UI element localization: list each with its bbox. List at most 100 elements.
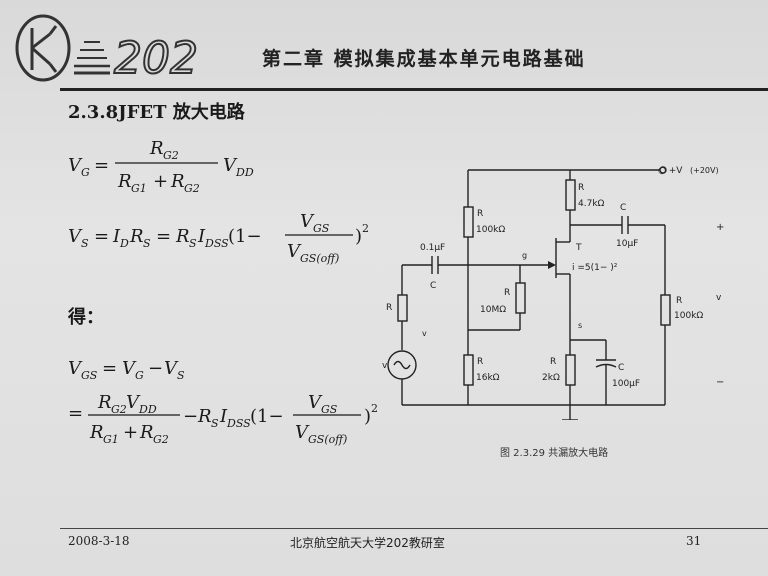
rg2-value: 16kΩ	[476, 373, 500, 383]
svg-text:G: G	[135, 369, 144, 382]
output-minus-label: −	[716, 377, 724, 388]
svg-text:−: −	[183, 406, 198, 427]
svg-text:=: =	[68, 403, 83, 424]
svg-text:=: =	[94, 226, 109, 247]
svg-text:DSS: DSS	[204, 237, 229, 250]
rd-label: R	[578, 183, 584, 193]
svg-text:V: V	[68, 155, 83, 176]
svg-text:2: 2	[371, 402, 378, 415]
svg-text:V: V	[122, 358, 137, 379]
svg-text:): )	[364, 406, 371, 427]
header-divider	[60, 88, 768, 91]
rd-value: 4.7kΩ	[578, 199, 605, 209]
svg-text:GS: GS	[313, 222, 330, 235]
svg-text:GS: GS	[321, 403, 338, 416]
therefore-label: 得：	[68, 307, 104, 328]
figure-caption: 图 2.3.29 共漏放大电路	[500, 448, 609, 459]
svg-text:GS: GS	[81, 369, 98, 382]
svg-text:V: V	[300, 211, 315, 232]
svg-text:R: R	[175, 226, 190, 247]
svg-text:G1: G1	[131, 182, 147, 195]
svg-text:V: V	[295, 422, 310, 443]
svg-text:R: R	[149, 138, 164, 159]
svg-text:G2: G2	[163, 149, 179, 162]
vs-source-label: v	[382, 361, 388, 371]
section-title: 2.3.8JFET 放大电路	[68, 102, 245, 123]
s-node-label: s	[578, 321, 582, 330]
vdd-label: ○ +V	[658, 166, 683, 176]
svg-text:S: S	[211, 417, 219, 430]
svg-text:S: S	[177, 369, 185, 382]
svg-text:(1−: (1−	[228, 226, 262, 247]
rg2-label: R	[477, 357, 483, 367]
svg-text:V: V	[68, 226, 83, 247]
svg-text:DD: DD	[235, 166, 254, 179]
source-resistor-label: R	[386, 303, 392, 313]
vdd-tail-label: (+20V)	[690, 166, 719, 175]
svg-text:G2: G2	[153, 433, 169, 446]
svg-text:G: G	[81, 166, 90, 179]
c2-value: 10μF	[616, 239, 638, 249]
c2-label: C	[620, 203, 626, 213]
svg-text:I: I	[112, 226, 121, 247]
rg-value: 10MΩ	[480, 305, 506, 315]
rs-value: 2kΩ	[542, 373, 560, 383]
svg-text:V: V	[308, 392, 323, 413]
output-plus-label: +	[716, 222, 724, 233]
svg-text:G2: G2	[184, 182, 200, 195]
svg-text:(1−: (1−	[250, 406, 284, 427]
svg-text:S: S	[189, 237, 197, 250]
svg-text:=: =	[102, 358, 117, 379]
id-equation: i =5(1− )²	[572, 263, 618, 273]
footer-divider	[60, 528, 768, 529]
svg-text:V: V	[126, 392, 141, 413]
footer-date: 2008-3-18	[68, 534, 130, 548]
rs-label: R	[550, 357, 556, 367]
svg-text:R: R	[139, 422, 154, 443]
cs-label: C	[618, 363, 624, 373]
svg-text:GS(off): GS(off)	[308, 433, 347, 446]
svg-text:R: R	[197, 406, 212, 427]
svg-text:G1: G1	[103, 433, 119, 446]
svg-text:I: I	[197, 226, 206, 247]
svg-text:2: 2	[362, 222, 369, 235]
svg-text:V: V	[164, 358, 179, 379]
svg-text:DSS: DSS	[226, 417, 251, 430]
svg-text:R: R	[97, 392, 112, 413]
svg-text:R: R	[170, 171, 185, 192]
c1-label: C	[430, 281, 436, 291]
svg-text:D: D	[119, 237, 129, 250]
transistor-label: T	[575, 243, 582, 253]
svg-text:G2: G2	[111, 403, 127, 416]
svg-text:−: −	[148, 358, 163, 379]
svg-text:=: =	[156, 226, 171, 247]
svg-text:+: +	[123, 422, 138, 443]
footer-organization: 北京航空航天大学202教研室	[290, 536, 445, 550]
c1-value: 0.1μF	[420, 243, 445, 253]
rg1-value: 100kΩ	[476, 225, 505, 235]
brand-number: 202	[114, 33, 198, 78]
svg-text:=: =	[94, 155, 109, 176]
gate-label: g	[522, 251, 527, 260]
svg-text:R: R	[117, 171, 132, 192]
page-number: 31	[686, 534, 702, 548]
chapter-title: 第二章 模拟集成基本单元电路基础	[262, 48, 586, 70]
vi-label: v	[422, 329, 427, 338]
rg1-label: R	[477, 209, 483, 219]
rg-label: R	[504, 288, 510, 298]
svg-text:V: V	[223, 155, 238, 176]
rl-label: R	[676, 296, 682, 306]
svg-text:V: V	[68, 358, 83, 379]
university-logo-icon	[15, 14, 71, 82]
svg-text:+: +	[153, 171, 168, 192]
svg-text:DD: DD	[138, 403, 157, 416]
cs-value: 100μF	[612, 379, 640, 389]
output-voltage-label: v	[716, 293, 722, 303]
svg-text:S: S	[143, 237, 151, 250]
